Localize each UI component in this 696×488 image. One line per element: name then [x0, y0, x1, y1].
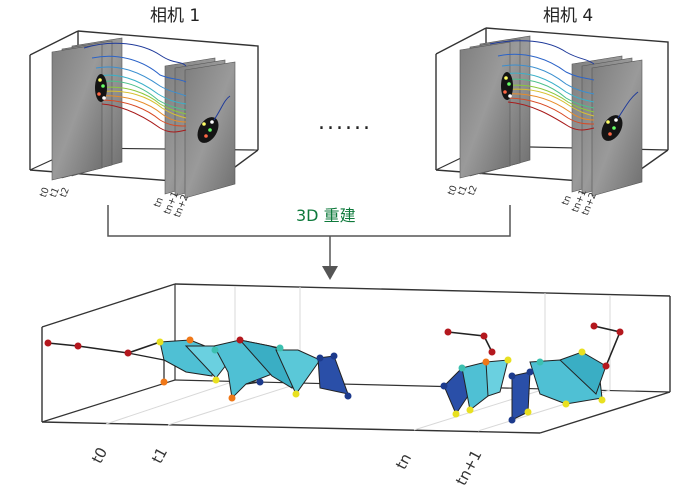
camera-4-box-back	[485, 27, 669, 150]
camera-1-title: 相机 1	[150, 6, 201, 26]
camera-4-panel	[435, 27, 669, 197]
reconstruction-connector	[107, 205, 511, 268]
reconstruction-label: 3D 重建	[296, 206, 356, 225]
camera-1-box-back	[77, 30, 259, 150]
skeleton-t0-t1	[44, 336, 352, 402]
camera-4-frame-t0	[459, 41, 511, 179]
camera-4-markers	[503, 76, 618, 136]
camera-4-tail-tn	[617, 91, 639, 119]
camera-1-trajectories	[83, 42, 187, 133]
camera-1-frame-t0	[51, 43, 103, 181]
camera-1-tail-tn	[213, 95, 231, 121]
camera-1-markers	[97, 78, 214, 138]
camera-1-panel	[29, 30, 259, 199]
down-arrow-icon	[322, 266, 338, 280]
ellipsis: ......	[318, 110, 372, 135]
camera-1-box-left-top	[29, 30, 79, 56]
camera-4-trajectories	[489, 40, 595, 131]
skeleton-tn-tn1	[440, 322, 624, 424]
camera-4-box-left-top	[435, 27, 487, 55]
camera-4-title: 相机 4	[543, 6, 594, 26]
